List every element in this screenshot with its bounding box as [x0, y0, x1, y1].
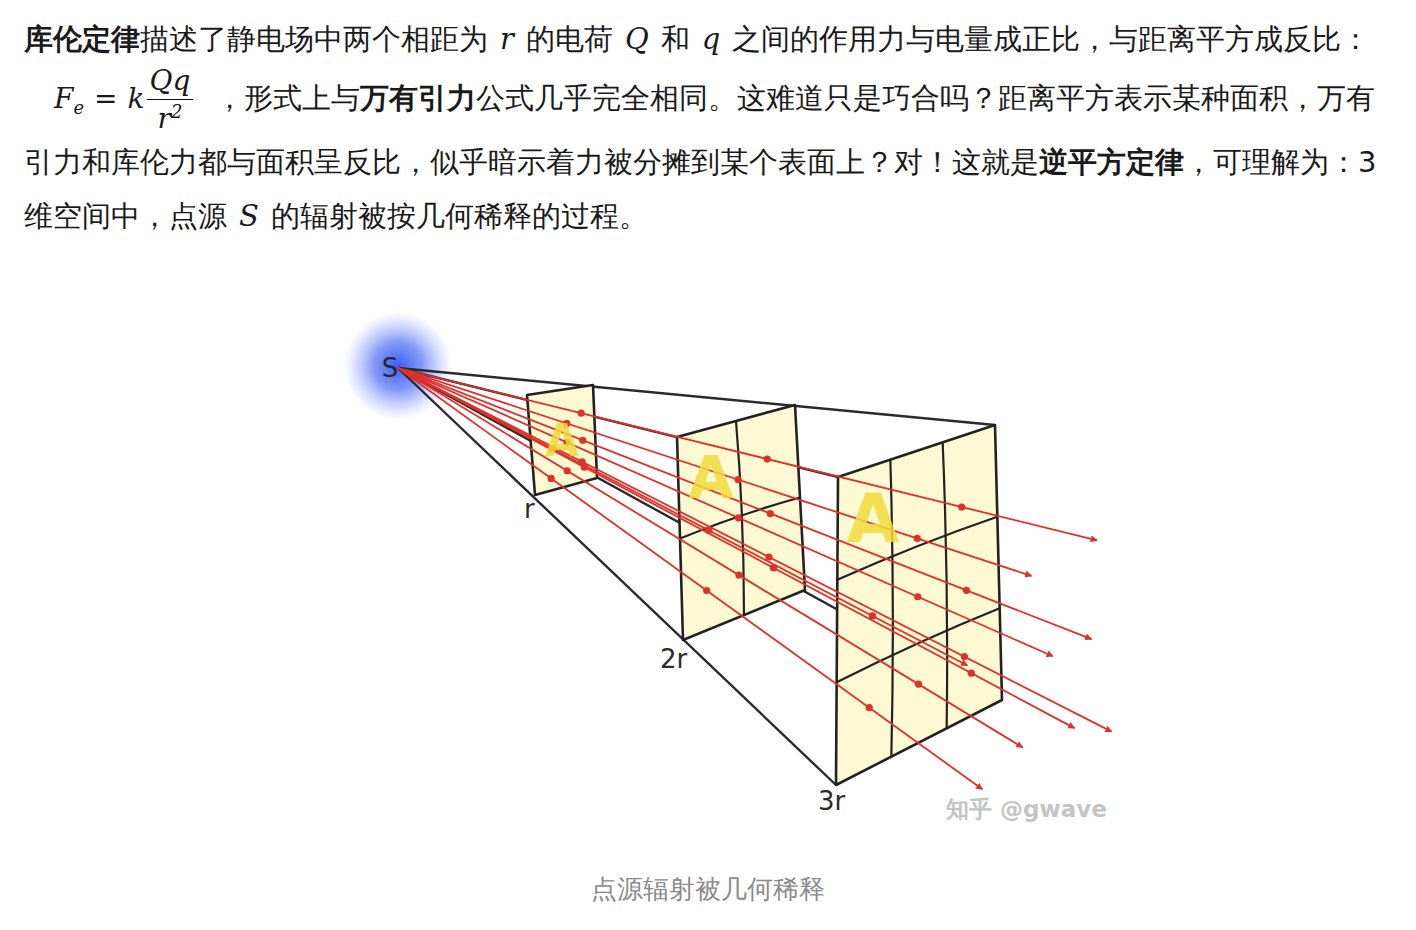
- grid-line: [943, 442, 948, 728]
- ray-dot: [703, 587, 710, 594]
- ray-arrow: [398, 368, 1053, 656]
- fraction-numerator: Qq: [147, 66, 194, 100]
- ray-dot: [767, 510, 774, 517]
- paragraph: 库伦定律描述了静电场中两个相距为 r 的电荷 Q和q 之间的作用力与电量成正比，与距离平…: [24, 12, 1396, 243]
- ray-group: [398, 368, 1112, 789]
- ray-dot: [770, 564, 777, 571]
- formula-symbol: k: [128, 82, 145, 115]
- source-label: S: [382, 353, 399, 383]
- formula-subscript: e: [73, 97, 84, 118]
- formula-symbol: F: [54, 82, 73, 115]
- area-label: A: [545, 415, 579, 466]
- ray-arrow: [398, 368, 982, 789]
- ray-dot: [958, 503, 965, 510]
- ray-dot: [735, 476, 742, 483]
- ray-dot: [866, 704, 873, 711]
- ray-arrow: [398, 368, 1092, 639]
- ray-dot: [548, 475, 555, 482]
- distance-label: 3r: [818, 786, 845, 816]
- ray-arrow: [398, 368, 1031, 576]
- ray-dot: [968, 670, 975, 677]
- ray-dot: [579, 437, 586, 444]
- ray-dot: [915, 681, 922, 688]
- math-symbol: Q: [625, 22, 649, 56]
- body-text: ，形式上与: [215, 81, 360, 115]
- distance-label: r: [524, 494, 535, 524]
- formula: Fe = kQqr2: [54, 66, 193, 135]
- ray-dot: [963, 587, 970, 594]
- math-symbol: q: [702, 22, 721, 56]
- ray-dot: [914, 593, 921, 600]
- ray-dot: [961, 653, 968, 660]
- ray-dot: [764, 455, 771, 462]
- fraction-denominator: r2: [158, 100, 183, 135]
- bold-text: 库伦定律: [24, 22, 140, 56]
- source-node: S: [382, 353, 399, 383]
- body-text: 的辐射被按几何稀释的过程。: [271, 199, 648, 233]
- bold-text: 逆平方定律: [1039, 145, 1184, 179]
- formula-symbol: r: [158, 102, 171, 135]
- formula-symbol: =: [94, 82, 117, 115]
- patch-group: [527, 385, 1002, 785]
- fraction: Qqr2: [147, 66, 194, 135]
- area-node: A: [545, 415, 579, 466]
- frustum-group: [398, 368, 1002, 785]
- math-symbol: S: [239, 199, 259, 233]
- distance-label: 2r: [660, 644, 687, 674]
- ray-arrow: [398, 368, 1023, 747]
- bold-text: 万有引力: [360, 81, 476, 115]
- ray-dot: [564, 467, 571, 474]
- ray-arrow: [398, 368, 1112, 732]
- figure-caption: 点源辐射被几何稀释: [0, 872, 1416, 907]
- ray-arrow: [398, 368, 1075, 728]
- area-label: A: [689, 444, 734, 512]
- watermark: 知乎 @gwave: [946, 794, 1107, 825]
- formula-exponent: 2: [171, 101, 182, 122]
- body-text: 描述了静电场中两个相距为: [140, 22, 488, 56]
- body-text: 和: [661, 22, 690, 56]
- area-patch: [836, 425, 1002, 785]
- area-node: A: [847, 479, 900, 558]
- ray-dot: [581, 464, 588, 471]
- ray-dot: [914, 535, 921, 542]
- ray-dot: [735, 572, 742, 579]
- area-patch: [677, 405, 805, 640]
- ray-dot: [735, 514, 742, 521]
- body-text: 的电荷: [526, 22, 613, 56]
- frustum-edge: [398, 368, 836, 785]
- area-node: A: [689, 444, 734, 512]
- ray-arrow: [398, 368, 1097, 540]
- body-text: 之间的作用力与电量成正比，与距离平方成反比：: [732, 22, 1370, 56]
- area-label: A: [847, 479, 900, 558]
- math-symbol: r: [500, 22, 514, 56]
